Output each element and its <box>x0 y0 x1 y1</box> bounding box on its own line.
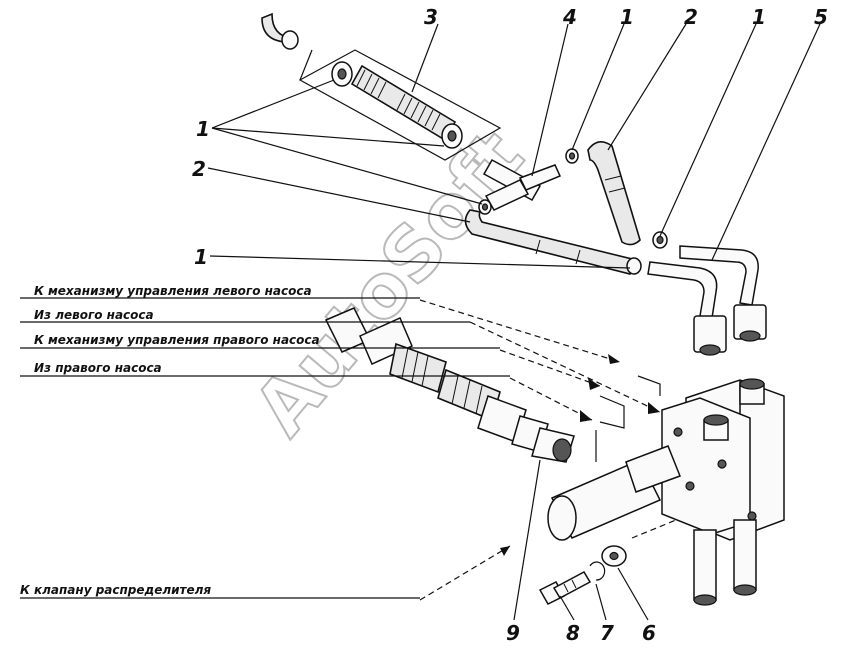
clamp-left <box>331 61 353 87</box>
label-from-right-pump: Из правого насоса <box>34 361 162 375</box>
valve-spool <box>547 445 681 541</box>
callout-1-top-b: 1 <box>752 5 766 29</box>
label-left-pump-control: К механизму управления левого насоса <box>34 284 312 298</box>
hose-3 <box>350 64 457 142</box>
callout-7: 7 <box>600 621 614 645</box>
washer-6 <box>601 545 627 567</box>
callout-2-top: 2 <box>684 5 698 29</box>
clamp-right <box>441 123 463 149</box>
callout-1-left-lower: 1 <box>194 245 208 269</box>
label-right-pump-control: К механизму управления правого насоса <box>34 333 320 347</box>
callout-6: 6 <box>642 621 656 645</box>
hose-stub-top <box>261 12 299 50</box>
flow-arrows <box>419 299 677 601</box>
bolt-8 <box>538 571 592 605</box>
inset-hose-detail <box>298 49 502 161</box>
pipe-5-rear <box>679 245 767 342</box>
callout-9: 9 <box>506 621 520 645</box>
ring-small-1 <box>565 148 579 164</box>
callout-3: 3 <box>424 5 438 29</box>
callout-8: 8 <box>566 621 580 645</box>
tee-fitting-4 <box>482 158 562 211</box>
leader-lines <box>20 23 821 621</box>
hose-assembly-9 <box>324 307 575 463</box>
callout-1-left: 1 <box>196 117 210 141</box>
hose-2-upper <box>587 141 641 246</box>
lock-washer-7 <box>589 561 606 581</box>
callout-1-top-a: 1 <box>620 5 634 29</box>
label-to-valve: К клапану распределителя <box>20 583 211 597</box>
callout-2-left: 2 <box>192 157 206 181</box>
hose-2-lower <box>464 209 642 275</box>
callout-4: 4 <box>562 5 577 29</box>
valve-block <box>661 378 785 606</box>
label-from-left-pump: Из левого насоса <box>34 308 154 322</box>
ring-small-3 <box>652 231 668 249</box>
pipe-5-front <box>647 261 727 356</box>
callout-5: 5 <box>814 5 828 29</box>
